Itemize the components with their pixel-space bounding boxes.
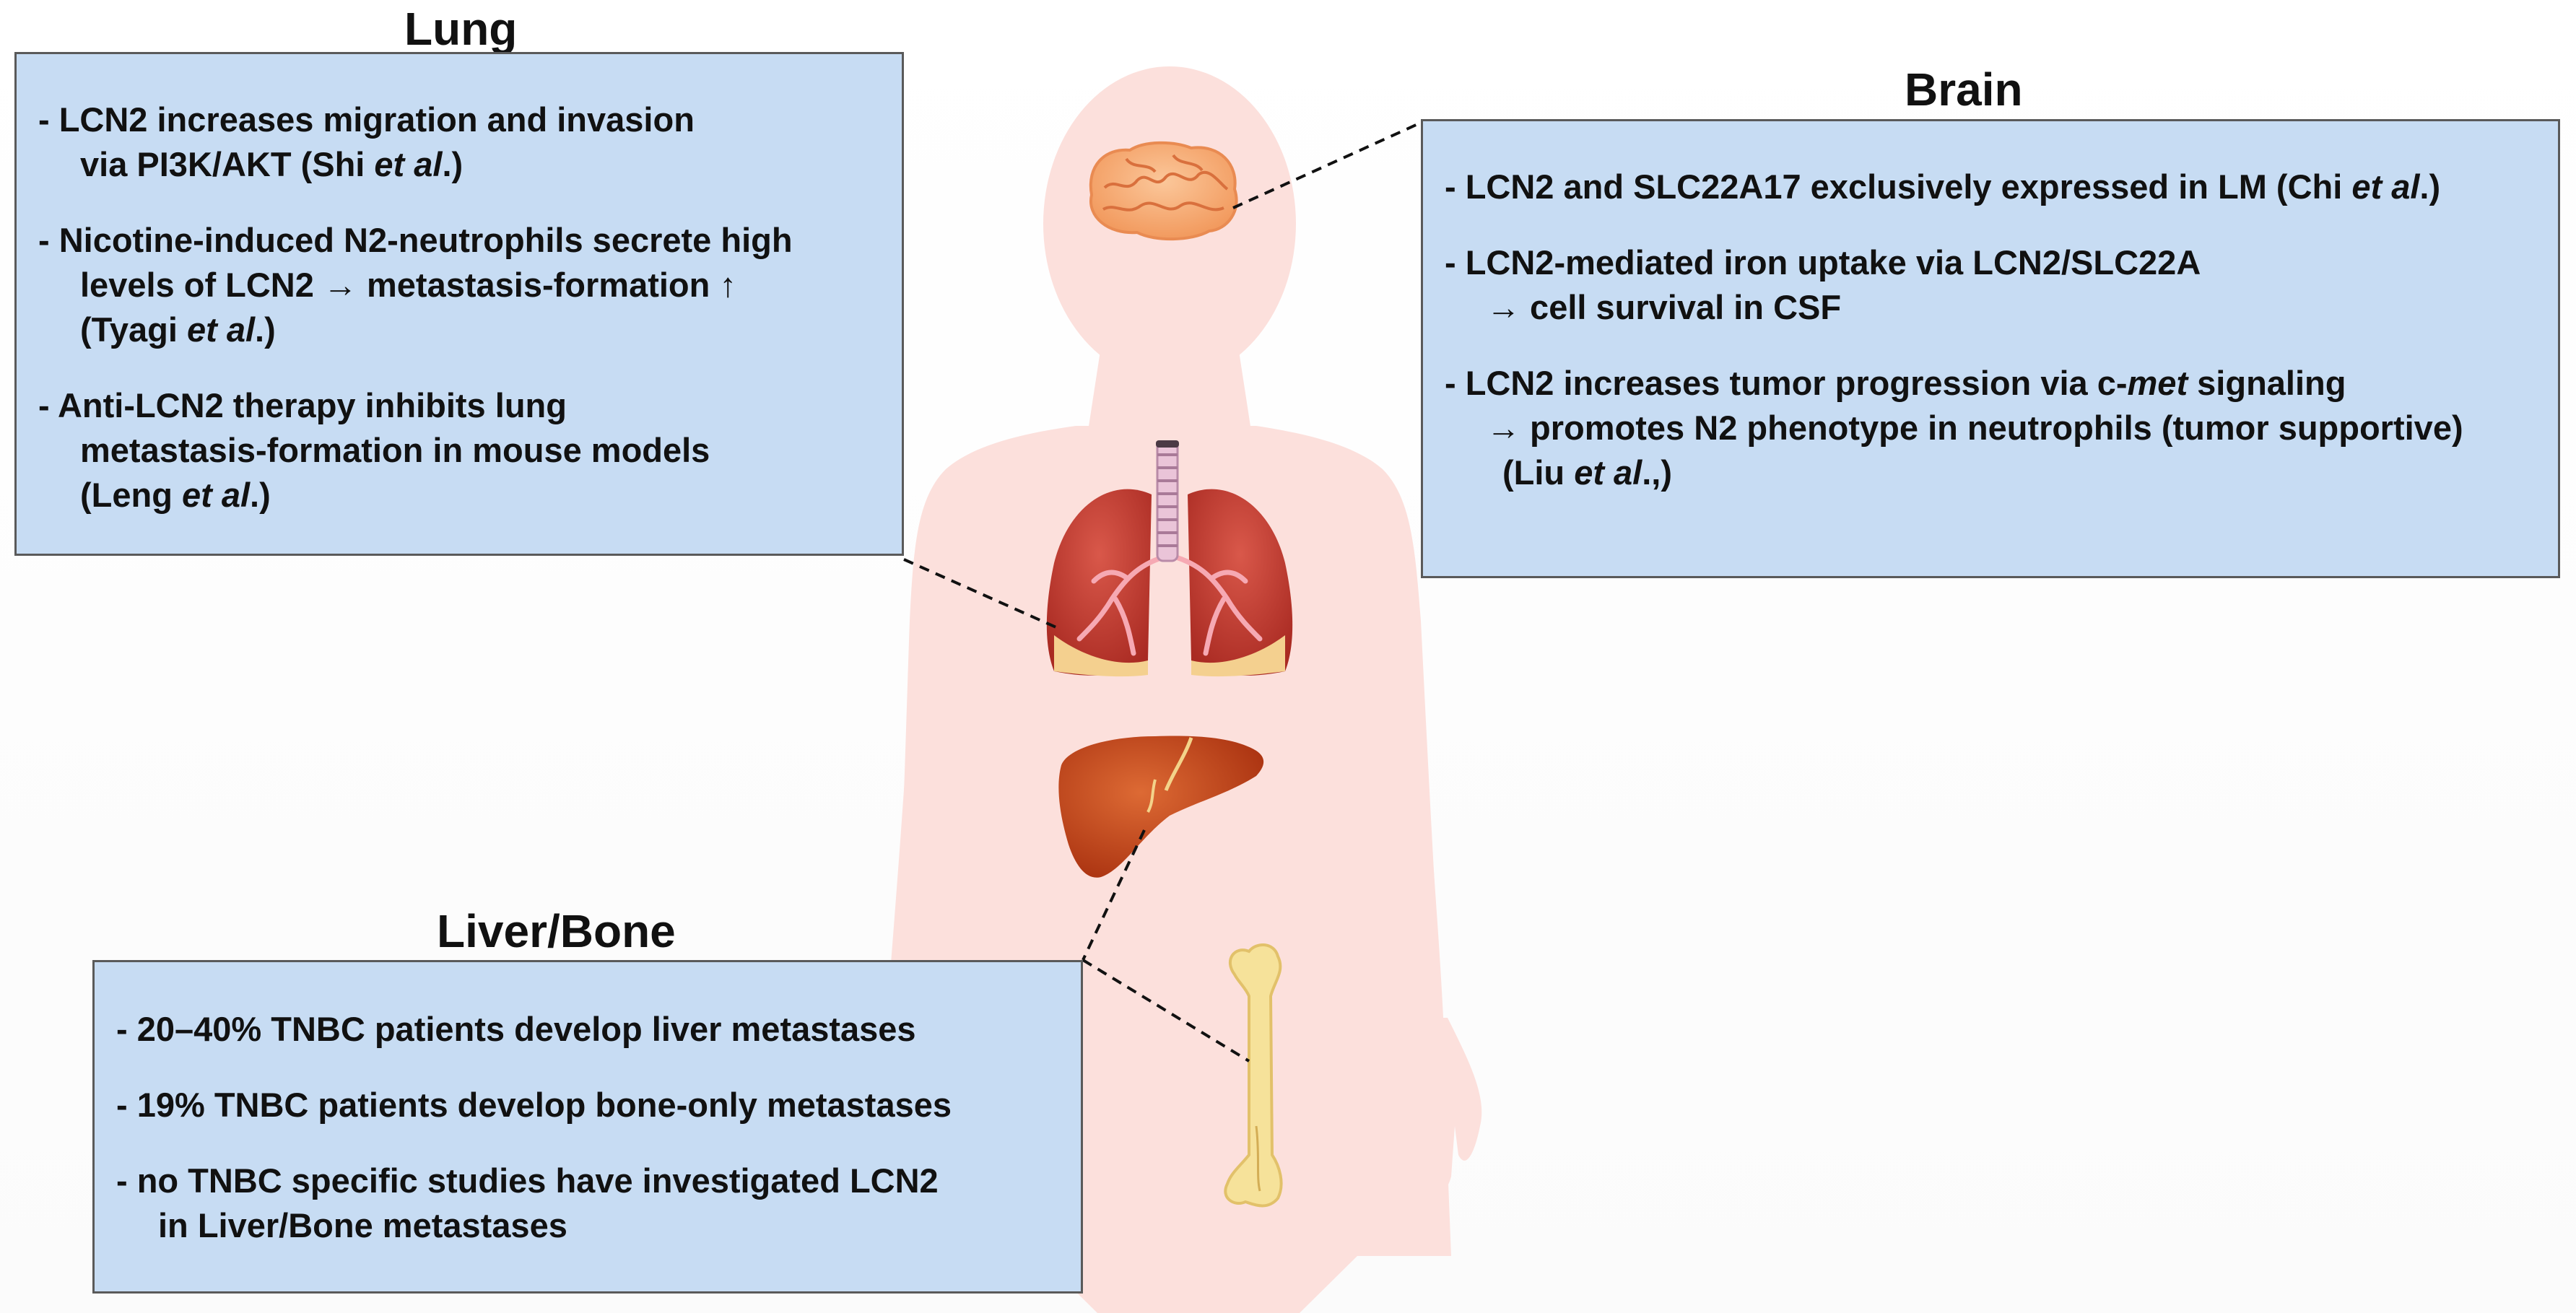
connector-lung [903,558,1058,629]
liver-bone-box: - 20–40% TNBC patients develop liver met… [92,960,1083,1294]
lung-heading: Lung [404,3,518,55]
brain-item-1: - LCN2 and SLC22A17 exclusively expresse… [1445,167,2441,206]
liver-icon [1058,736,1264,878]
brain-item-3: - LCN2 increases tumor progression via c… [1445,364,2463,492]
trachea-icon [1156,440,1179,562]
liver-bone-item-3: - no TNBC specific studies have investig… [116,1161,939,1245]
liver-bone-item-2: - 19% TNBC patients develop bone-only me… [116,1086,952,1125]
liver-bone-heading: Liver/Bone [437,905,676,957]
connector-liver [1082,829,1146,961]
lung-item-3: - Anti-LCN2 therapy inhibits lung metast… [38,386,710,515]
lungs-icon [1046,489,1293,677]
brain-icon [1089,141,1238,241]
lung-item-2: - Nicotine-induced N2-neutrophils secret… [38,221,793,349]
connector-lines [903,121,1422,1063]
lung-box: - LCN2 increases migration and invasion … [14,52,904,556]
bone-icon [1224,943,1283,1208]
liver-bone-item-1: - 20–40% TNBC patients develop liver met… [116,1010,916,1048]
brain-heading: Brain [1905,64,2023,115]
brain-box: - LCN2 and SLC22A17 exclusively expresse… [1421,119,2560,578]
brain-item-2: - LCN2-mediated iron uptake via LCN2/SLC… [1445,243,2201,327]
lung-item-1: - LCN2 increases migration and invasion … [38,100,695,184]
connector-bone [1082,959,1250,1063]
